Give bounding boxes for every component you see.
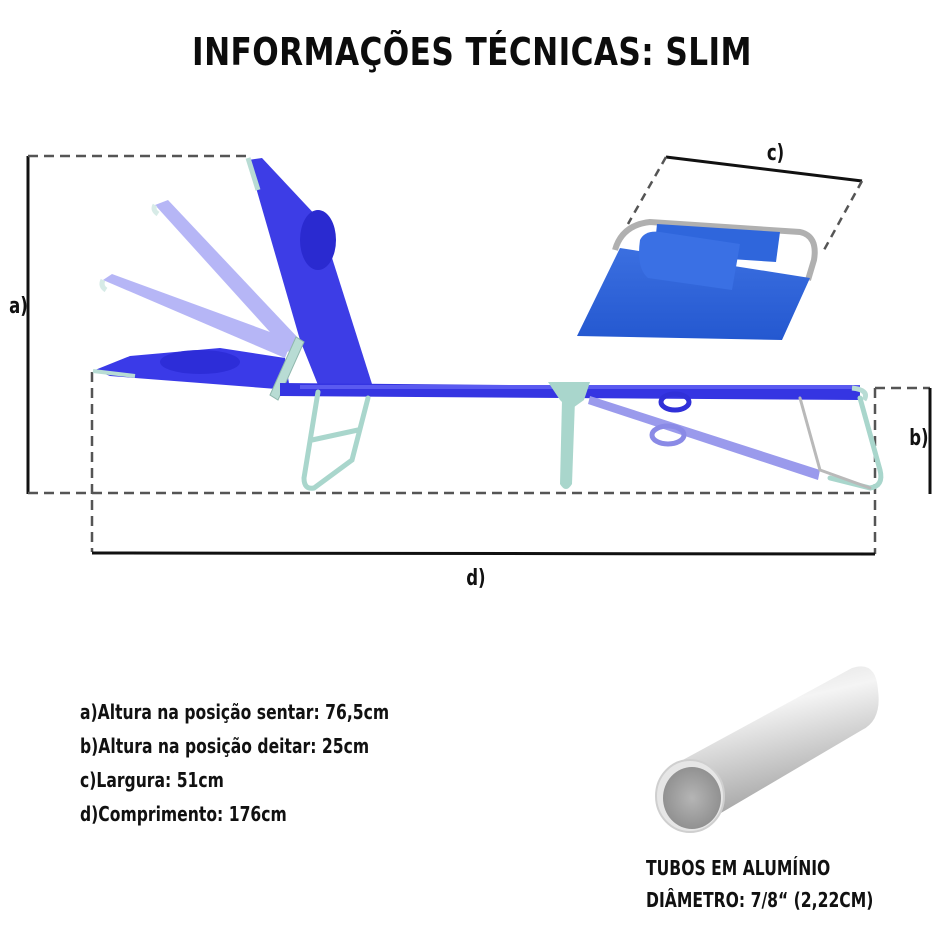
- recline-adjuster: [269, 336, 305, 401]
- dimension-label-c: c): [766, 141, 785, 166]
- dimension-label-d: d): [466, 566, 486, 591]
- spec-seated-height: a)Altura na posição sentar: 76,5cm: [80, 700, 390, 724]
- dimension-d: [90, 372, 877, 556]
- dimension-label-a: a): [9, 294, 28, 319]
- dimension-b: [875, 386, 932, 494]
- tube-material: TUBOS EM ALUMÍNIO: [646, 856, 831, 880]
- backrest-flat: [92, 348, 290, 390]
- aluminum-tube-illustration: [655, 666, 879, 833]
- page-title: INFORMAÇÕES TÉCNICAS: SLIM: [192, 30, 752, 74]
- width-detail-inset: [577, 155, 864, 340]
- spec-length: d)Comprimento: 176cm: [80, 802, 287, 826]
- tube-caption: TUBOS EM ALUMÍNIO DIÂMETRO: 7/8“ (2,22CM…: [646, 852, 938, 916]
- tube-diameter: DIÂMETRO: 7/8“ (2,22CM): [646, 888, 874, 912]
- middle-leg: [548, 382, 590, 489]
- spec-list: a)Altura na posição sentar: 76,5cm b)Alt…: [80, 695, 476, 831]
- backrest-ghost-positions: [99, 200, 300, 358]
- dimension-a: [26, 154, 876, 495]
- dimension-label-b: b): [909, 426, 929, 451]
- backrest-upright: [245, 157, 372, 390]
- spec-width: c)Largura: 51cm: [80, 768, 224, 792]
- spec-lying-height: b)Altura na posição deitar: 25cm: [80, 734, 370, 758]
- legrest-ghost-position: [588, 391, 820, 480]
- rear-leg: [798, 395, 884, 491]
- front-leg: [301, 389, 371, 491]
